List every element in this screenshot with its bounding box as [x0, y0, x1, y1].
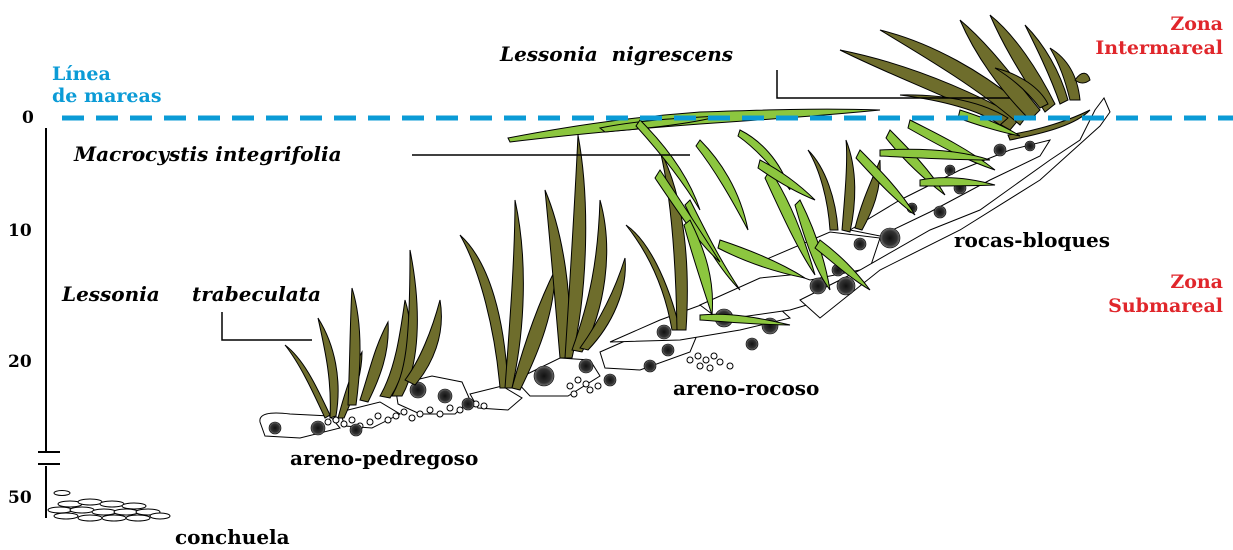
- depth-tick-50: 50: [8, 490, 32, 507]
- zone-subtidal-label: Zona Submareal: [1108, 270, 1223, 318]
- depth-tick-10: 10: [8, 223, 32, 240]
- zone-intertidal-line1: Zona: [1095, 12, 1223, 36]
- depth-tick-20: 20: [8, 354, 32, 371]
- substrate-conchuela: conchuela: [175, 527, 290, 547]
- substrate-rocas-bloques: rocas-bloques: [954, 230, 1110, 250]
- lessonia-nigrescens-plants: [840, 15, 1090, 140]
- conchuela-shells: [48, 491, 170, 522]
- zone-subtidal-line2: Submareal: [1108, 294, 1223, 318]
- species-lessonia-trabeculata-2: trabeculata: [192, 284, 321, 304]
- zone-intertidal-line2: Intermareal: [1095, 36, 1223, 60]
- species-lessonia-nigrescens: Lessonia nigrescens: [500, 44, 733, 64]
- substrate-areno-rocoso: areno-rocoso: [673, 378, 819, 398]
- substrate-areno-pedregoso: areno-pedregoso: [290, 448, 478, 468]
- species-macrocystis: Macrocystis integrifolia: [74, 144, 342, 164]
- tide-line-label-1: Línea: [52, 63, 162, 85]
- depth-tick-0: 0: [22, 110, 34, 127]
- zone-subtidal-line1: Zona: [1108, 270, 1223, 294]
- depth-axis: [38, 128, 60, 518]
- tide-line-label-2: de mareas: [52, 85, 162, 107]
- zone-intertidal-label: Zona Intermareal: [1095, 12, 1223, 60]
- species-lessonia-trabeculata-1: Lessonia: [62, 284, 160, 304]
- tide-line-label: Línea de mareas: [52, 63, 162, 107]
